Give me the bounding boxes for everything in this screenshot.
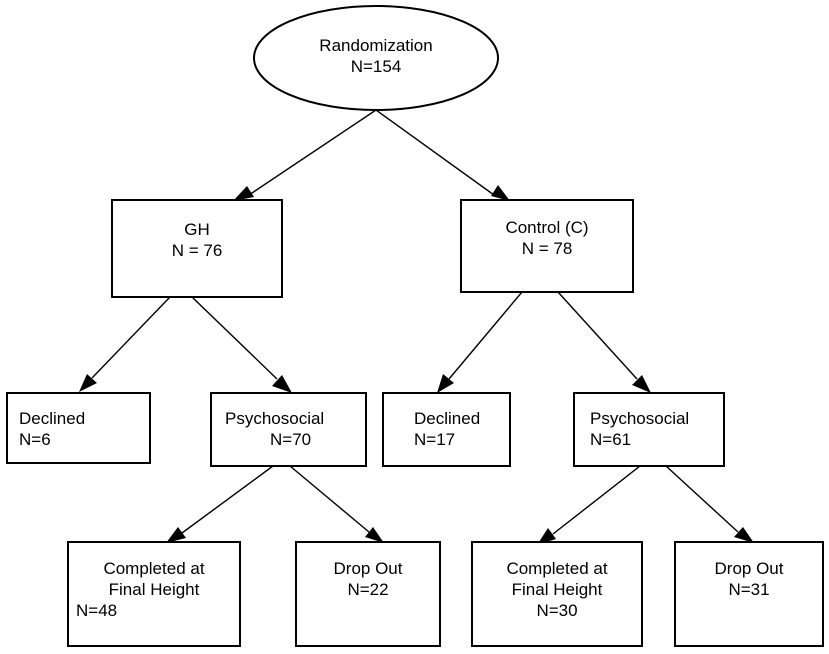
edge-randomization-gh — [248, 109, 377, 196]
node-control: Control (C) N = 78 — [460, 199, 634, 293]
arrowhead-gh-completed — [166, 527, 186, 543]
randomization-ellipse — [253, 5, 499, 111]
gh-label: GH — [184, 220, 210, 239]
gh-completed-box — [67, 541, 241, 647]
edge-gh-psychosocial-completed — [181, 465, 274, 534]
node-c-completed: Completed at Final Height N=30 — [471, 541, 643, 647]
c-declined-label: Declined — [414, 409, 480, 428]
c-psychosocial-count: N=61 — [590, 430, 631, 449]
node-c-dropout: Drop Out N=31 — [674, 541, 824, 647]
gh-declined-box — [6, 392, 151, 464]
c-completed-count: N=30 — [536, 601, 577, 620]
c-psychosocial-box — [573, 392, 725, 467]
control-box — [460, 199, 634, 293]
c-dropout-label: Drop Out — [715, 559, 784, 578]
edge-gh-declined — [91, 296, 171, 379]
arrowhead-c-completed — [537, 528, 556, 545]
gh-completed-label-1: Completed at — [103, 559, 204, 578]
c-psychosocial-label: Psychosocial — [590, 409, 689, 428]
node-c-declined: Declined N=17 — [382, 392, 511, 467]
gh-declined-count: N=6 — [19, 430, 51, 449]
gh-completed-count: N=48 — [76, 601, 117, 620]
gh-psychosocial-count: N=70 — [270, 430, 311, 449]
gh-psychosocial-label: Psychosocial — [225, 409, 324, 428]
arrowhead-gh-psychosocial — [272, 375, 292, 393]
control-label: Control (C) — [505, 218, 588, 237]
arrowhead-c-dropout — [734, 527, 754, 543]
arrowhead-c-declined — [437, 374, 454, 393]
edge-control-declined — [448, 291, 523, 380]
edge-control-psychosocial — [557, 291, 638, 380]
edge-gh-psychosocial — [191, 296, 278, 380]
edges — [79, 109, 754, 545]
node-gh-declined: Declined N=6 — [6, 392, 151, 464]
c-dropout-count: N=31 — [728, 580, 769, 599]
node-gh-psychosocial: Psychosocial N=70 — [210, 392, 367, 467]
gh-count: N = 76 — [172, 241, 223, 260]
c-completed-label-2: Final Height — [512, 580, 603, 599]
node-c-psychosocial: Psychosocial N=61 — [573, 392, 725, 467]
node-randomization: Randomization N=154 — [253, 5, 499, 111]
c-dropout-box — [674, 541, 824, 647]
gh-dropout-box — [295, 541, 441, 647]
c-declined-count: N=17 — [414, 430, 455, 449]
edge-c-psychosocial-completed — [552, 465, 641, 535]
c-completed-label-1: Completed at — [506, 559, 607, 578]
c-completed-box — [471, 541, 643, 647]
gh-dropout-count: N=22 — [347, 580, 388, 599]
randomization-label: Randomization — [319, 36, 432, 55]
randomization-count: N=154 — [351, 57, 402, 76]
node-gh: GH N = 76 — [111, 199, 283, 298]
gh-declined-label: Declined — [19, 409, 85, 428]
arrowhead-gh-declined — [79, 374, 97, 392]
gh-psychosocial-box — [210, 392, 367, 467]
arrowhead-gh-dropout — [365, 527, 384, 543]
node-gh-dropout: Drop Out N=22 — [295, 541, 441, 647]
gh-completed-label-2: Final Height — [109, 580, 200, 599]
edge-gh-psychosocial-dropout — [289, 465, 370, 533]
edge-c-psychosocial-dropout — [665, 465, 739, 533]
c-declined-box — [382, 392, 511, 467]
arrowhead-control — [491, 185, 510, 201]
node-gh-completed: Completed at Final Height N=48 — [67, 541, 241, 647]
control-count: N = 78 — [522, 239, 573, 258]
gh-box — [111, 199, 283, 298]
edge-randomization-control — [375, 109, 495, 196]
gh-dropout-label: Drop Out — [334, 559, 403, 578]
arrowhead-c-psychosocial — [632, 375, 651, 393]
arrowhead-gh — [233, 186, 254, 201]
